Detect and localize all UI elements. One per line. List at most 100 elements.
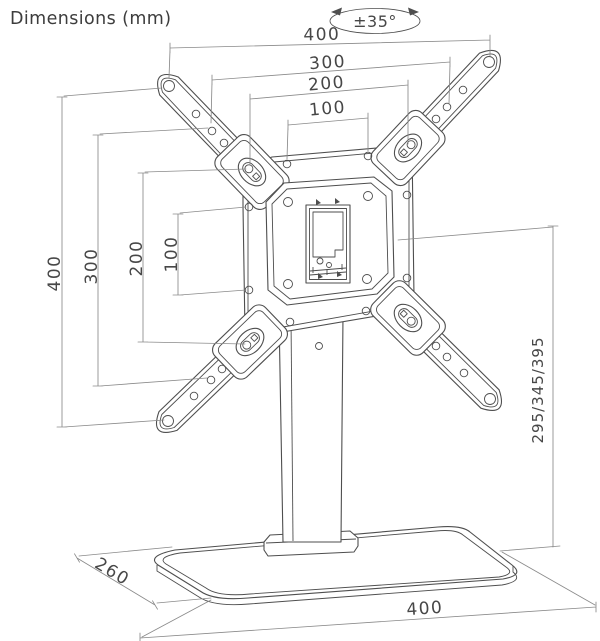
arm-hole <box>217 364 227 374</box>
dim-label-height-200: 200 <box>127 240 147 277</box>
dim-left-100: 100 <box>162 206 247 296</box>
arm-hole <box>442 102 452 112</box>
dim-base-width: 400 <box>139 551 597 641</box>
column-hole <box>315 342 323 350</box>
base-thickness-edge <box>156 565 518 606</box>
column-body <box>278 314 344 543</box>
arm-hole <box>189 391 199 401</box>
plate-hole <box>283 197 293 207</box>
dim-label-width-200: 200 <box>307 72 346 95</box>
lobe-inner <box>376 115 440 181</box>
arm-hole <box>442 352 452 362</box>
arm-hole <box>459 368 469 378</box>
boss-outline <box>393 303 423 333</box>
latch-tab-icon <box>316 199 321 205</box>
rotation-arrow-right-icon <box>408 7 419 16</box>
pivot-boss-bottom-right <box>393 303 423 333</box>
page-title: Dimensions (mm) <box>10 9 171 29</box>
dim-top-400: 400 <box>168 25 491 79</box>
swivel-label: ±35° <box>353 12 397 31</box>
arm-hole <box>458 85 468 95</box>
dim-label-width-100: 100 <box>308 97 347 120</box>
latch-plate <box>312 211 344 258</box>
pivot-boss-top-right <box>393 133 423 163</box>
latch-tab-icon <box>318 273 323 279</box>
bracket-hole <box>402 190 412 200</box>
lobe-inner <box>217 310 283 374</box>
cutout-outer <box>305 204 351 284</box>
dim-label-width-400: 400 <box>303 25 340 46</box>
cutout-rim <box>309 208 347 280</box>
boss-notch <box>250 333 259 342</box>
dim-left-200: 200 <box>127 168 247 345</box>
bracket-hole <box>363 151 373 161</box>
arm-tip-hole <box>484 393 496 405</box>
boss-slot <box>240 332 260 352</box>
boss-slot <box>398 138 418 158</box>
plate-outline <box>265 176 395 306</box>
latch-tick <box>312 264 343 275</box>
plate-hole <box>363 191 373 201</box>
plate-hole <box>362 274 372 284</box>
swivel-indicator: ±35° <box>329 7 421 34</box>
arm-tip-hole <box>162 415 174 427</box>
latch-tab-icon <box>337 271 342 277</box>
swivel-ellipse <box>329 8 421 34</box>
arm-hole <box>191 109 201 119</box>
boss-outline <box>393 133 423 163</box>
boss-pin <box>406 316 416 326</box>
dim-label-height-400: 400 <box>45 255 65 292</box>
arm-hole <box>431 114 441 124</box>
base-top-face-inset <box>162 530 511 596</box>
dim-label-base-depth: 260 <box>91 554 133 590</box>
boss-outline <box>235 327 265 357</box>
dim-height-options: 295/345/395 <box>397 225 561 552</box>
boss-slot <box>242 162 262 182</box>
latch-screw <box>326 262 332 268</box>
base-plate <box>154 526 518 606</box>
boss-pin <box>244 164 254 174</box>
boss-notch <box>399 148 408 157</box>
quick-release-cutout <box>305 198 351 284</box>
lobe-inner <box>376 286 440 350</box>
lobe-inner <box>220 139 284 205</box>
dim-left-300: 300 <box>82 127 209 387</box>
rotation-arrow-left-icon <box>331 7 342 16</box>
pivot-boss-top-left <box>237 157 267 187</box>
column-corner-edge <box>290 317 294 542</box>
dim-label-width-300: 300 <box>309 52 347 75</box>
bracket-hole <box>361 306 371 316</box>
arm-inner-line <box>160 77 259 179</box>
arm-inner-line <box>401 53 498 155</box>
plate-hole <box>283 279 293 289</box>
latch-tab-icon <box>335 198 340 204</box>
dim-label-height-100: 100 <box>162 236 182 273</box>
dim-top-300: 300 <box>210 52 451 124</box>
boss-notch <box>399 309 408 318</box>
dim-top-100: 100 <box>286 97 369 160</box>
bracket-hole <box>282 159 292 169</box>
arm-inner-line <box>159 335 257 430</box>
arm-inner-line <box>401 311 499 408</box>
dim-label-height-300: 300 <box>82 248 102 285</box>
latch-screw <box>316 257 324 265</box>
arm-hole <box>207 126 217 136</box>
bracket-hole <box>285 317 295 327</box>
arm-hole <box>206 375 216 385</box>
dim-top-200: 200 <box>249 72 409 165</box>
arm-tip-hole <box>163 80 175 92</box>
vesa-plate <box>265 176 395 306</box>
plate-inner-line <box>271 182 389 300</box>
latch-bar <box>309 267 347 276</box>
pivot-boss-bottom-left <box>235 327 265 357</box>
support-column <box>263 314 359 557</box>
dim-left-400: 400 <box>45 87 165 428</box>
dim-label-height-options: 295/345/395 <box>529 337 547 444</box>
dim-label-base-width: 400 <box>406 598 444 621</box>
boss-pin <box>242 340 252 350</box>
arm-hole <box>431 341 441 351</box>
bracket-hole <box>402 273 412 283</box>
boss-slot <box>398 308 418 328</box>
